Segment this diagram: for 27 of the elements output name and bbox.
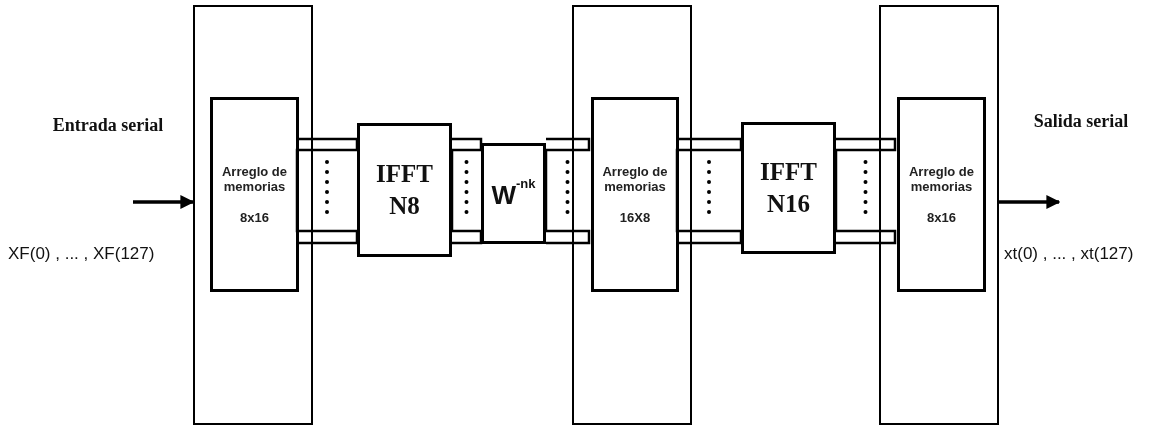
arrow: [999, 195, 1061, 209]
array-size: 8x16: [240, 210, 269, 225]
io-heading: Salida serial: [1032, 110, 1130, 133]
block-label: W$^{-nk}$: [491, 176, 536, 211]
ifft-box: [357, 123, 452, 257]
io-heading: Entrada serial: [51, 114, 165, 137]
memory-array-box: [897, 97, 986, 292]
memory-array-box: [210, 97, 299, 292]
memory-label: Arreglo de memorias: [908, 164, 975, 194]
module-block: [572, 5, 692, 425]
memory-array-box: [591, 97, 679, 292]
sample-range: XF(0) , ... , XF(127): [8, 243, 156, 265]
memory-label: Arreglo de memorias: [601, 164, 669, 194]
memory-label: Arreglo de memorias: [221, 164, 288, 194]
module-block: [879, 5, 999, 425]
bus-connector: [450, 137, 483, 245]
ifft-box: [741, 122, 836, 254]
block-label: IFFT N16: [759, 157, 818, 219]
bus-connector: [834, 137, 897, 245]
block-label: IFFT N8: [375, 159, 434, 221]
arrow: [133, 195, 195, 209]
array-size: 8x16: [927, 210, 956, 225]
module-block: [193, 5, 313, 425]
bus-connector: [544, 137, 591, 245]
sample-range: xt(0) , ... , xt(127): [1004, 243, 1135, 265]
array-size: 16X8: [619, 210, 651, 225]
twiddle-factor-box: [481, 143, 546, 244]
